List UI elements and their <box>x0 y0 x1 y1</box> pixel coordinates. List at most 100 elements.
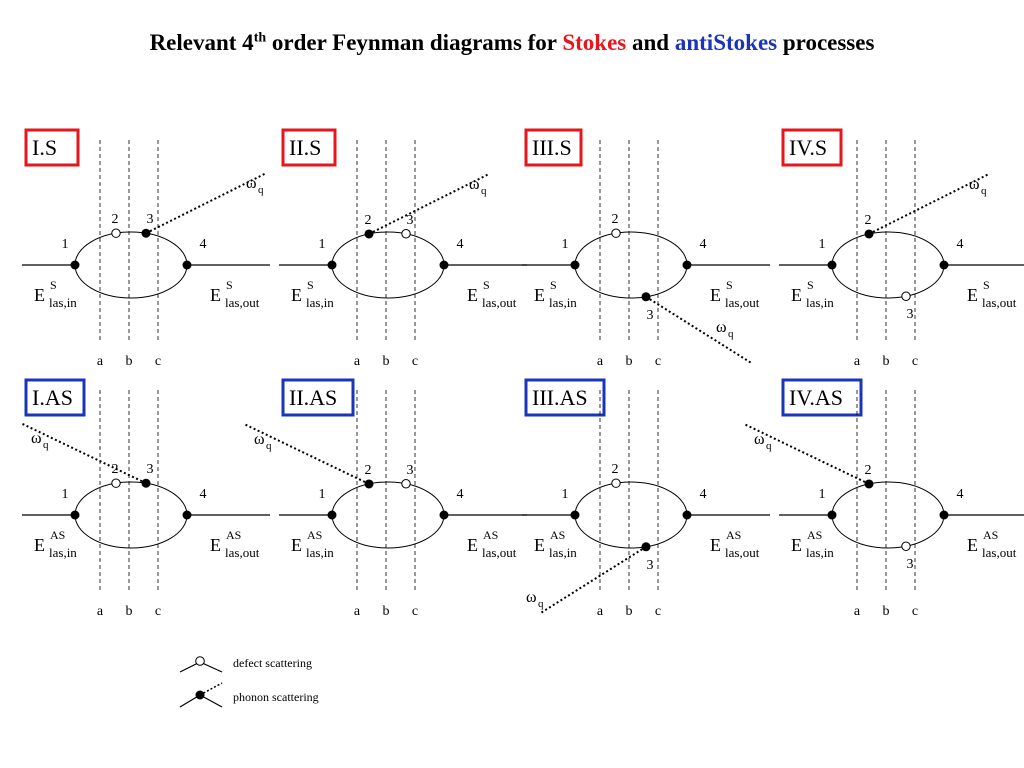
vertex-4-label: 4 <box>200 237 207 252</box>
energy-out-subscript: las,out <box>482 545 517 560</box>
vertex-2-label: 2 <box>112 462 119 477</box>
phonon-omega-label: ω <box>254 431 265 448</box>
energy-in-letter: E <box>34 285 45 305</box>
energy-in-superscript: AS <box>807 528 822 542</box>
phonon-q-subscript: q <box>266 440 272 452</box>
vertex-3-label: 3 <box>647 308 654 323</box>
vertex-1-dot <box>70 260 80 270</box>
electron-loop <box>331 481 445 549</box>
phonon-omega-label: ω <box>246 175 257 192</box>
line-label-b: b <box>383 354 390 369</box>
energy-in-superscript: S <box>807 278 814 292</box>
phonon-vertex-dot <box>641 292 651 302</box>
phonon-vertex-dot <box>864 479 874 489</box>
energy-out-subscript: las,out <box>982 545 1017 560</box>
vertex-1-label: 1 <box>562 237 569 252</box>
vertex-3-label: 3 <box>407 213 414 228</box>
energy-in-letter: E <box>291 285 302 305</box>
vertex-3-label: 3 <box>147 212 154 227</box>
line-label-a: a <box>97 604 104 619</box>
line-label-b: b <box>883 604 890 619</box>
vertex-1-label: 1 <box>319 487 326 502</box>
phonon-omega-label: ω <box>969 176 980 193</box>
vertex-4-dot <box>439 260 449 270</box>
energy-out-superscript: AS <box>483 528 498 542</box>
phonon-vertex-dot <box>364 229 374 239</box>
energy-out-letter: E <box>710 285 721 305</box>
line-label-c: c <box>655 354 661 369</box>
energy-out-superscript: S <box>483 278 490 292</box>
page-title: Relevant 4th order Feynman diagrams for … <box>0 30 1024 56</box>
phonon-q-subscript: q <box>981 185 987 197</box>
line-label-c: c <box>912 354 918 369</box>
energy-in-superscript: AS <box>550 528 565 542</box>
phonon-omega-label: ω <box>31 430 42 447</box>
vertex-4-label: 4 <box>700 487 707 502</box>
diagram-label: III.AS <box>532 385 588 410</box>
energy-in-subscript: las,in <box>549 295 577 310</box>
line-label-a: a <box>597 604 604 619</box>
vertex-2-label: 2 <box>865 463 872 478</box>
title-suffix: processes <box>777 30 875 55</box>
energy-in-letter: E <box>791 535 802 555</box>
energy-in-subscript: las,in <box>49 545 77 560</box>
energy-in-subscript: las,in <box>806 545 834 560</box>
title-stokes-word: Stokes <box>562 30 627 55</box>
energy-in-subscript: las,in <box>306 295 334 310</box>
vertex-2-label: 2 <box>612 462 619 477</box>
energy-out-superscript: S <box>726 278 733 292</box>
phonon-line <box>743 423 870 485</box>
energy-in-superscript: S <box>550 278 557 292</box>
phonon-vertex-dot <box>864 229 874 239</box>
energy-in-superscript: S <box>50 278 57 292</box>
vertex-2-label: 2 <box>365 213 372 228</box>
energy-out-subscript: las,out <box>982 295 1017 310</box>
phonon-line <box>243 423 370 485</box>
diagram-label: II.AS <box>289 385 337 410</box>
energy-out-superscript: AS <box>726 528 741 542</box>
defect-vertex-circle <box>401 479 411 489</box>
energy-out-letter: E <box>467 285 478 305</box>
title-prefix: Relevant 4 <box>149 30 254 55</box>
diagram-label-box <box>781 128 843 167</box>
energy-out-superscript: AS <box>983 528 998 542</box>
defect-vertex-circle <box>111 228 121 238</box>
diagram-label-box <box>281 128 337 167</box>
vertex-4-label: 4 <box>957 237 964 252</box>
vertex-3-label: 3 <box>907 557 914 572</box>
phonon-q-subscript: q <box>481 185 487 197</box>
line-label-b: b <box>126 604 133 619</box>
vertex-4-label: 4 <box>457 237 464 252</box>
vertex-4-dot <box>939 260 949 270</box>
diagram-label-box <box>281 378 355 417</box>
energy-out-subscript: las,out <box>482 295 517 310</box>
defect-vertex-circle <box>111 478 121 488</box>
vertex-4-label: 4 <box>700 237 707 252</box>
electron-loop <box>74 481 188 549</box>
vertex-4-label: 4 <box>957 487 964 502</box>
energy-out-superscript: S <box>983 278 990 292</box>
vertex-4-dot <box>182 510 192 520</box>
phonon-vertex-dot <box>141 228 151 238</box>
energy-out-superscript: AS <box>226 528 241 542</box>
line-label-c: c <box>655 604 661 619</box>
electron-loop <box>74 231 188 299</box>
electron-loop <box>574 231 688 299</box>
phonon-q-subscript: q <box>43 439 49 451</box>
energy-out-letter: E <box>967 535 978 555</box>
energy-out-letter: E <box>210 285 221 305</box>
energy-out-letter: E <box>710 535 721 555</box>
phonon-vertex-dot <box>364 479 374 489</box>
electron-loop <box>831 231 945 299</box>
vertex-1-dot <box>327 260 337 270</box>
line-label-a: a <box>97 354 104 369</box>
energy-in-letter: E <box>291 535 302 555</box>
line-label-a: a <box>354 604 361 619</box>
vertex-3-label: 3 <box>647 558 654 573</box>
energy-out-subscript: las,out <box>225 545 260 560</box>
energy-out-subscript: las,out <box>225 295 260 310</box>
vertex-1-dot <box>827 260 837 270</box>
phonon-q-subscript: q <box>766 440 772 452</box>
